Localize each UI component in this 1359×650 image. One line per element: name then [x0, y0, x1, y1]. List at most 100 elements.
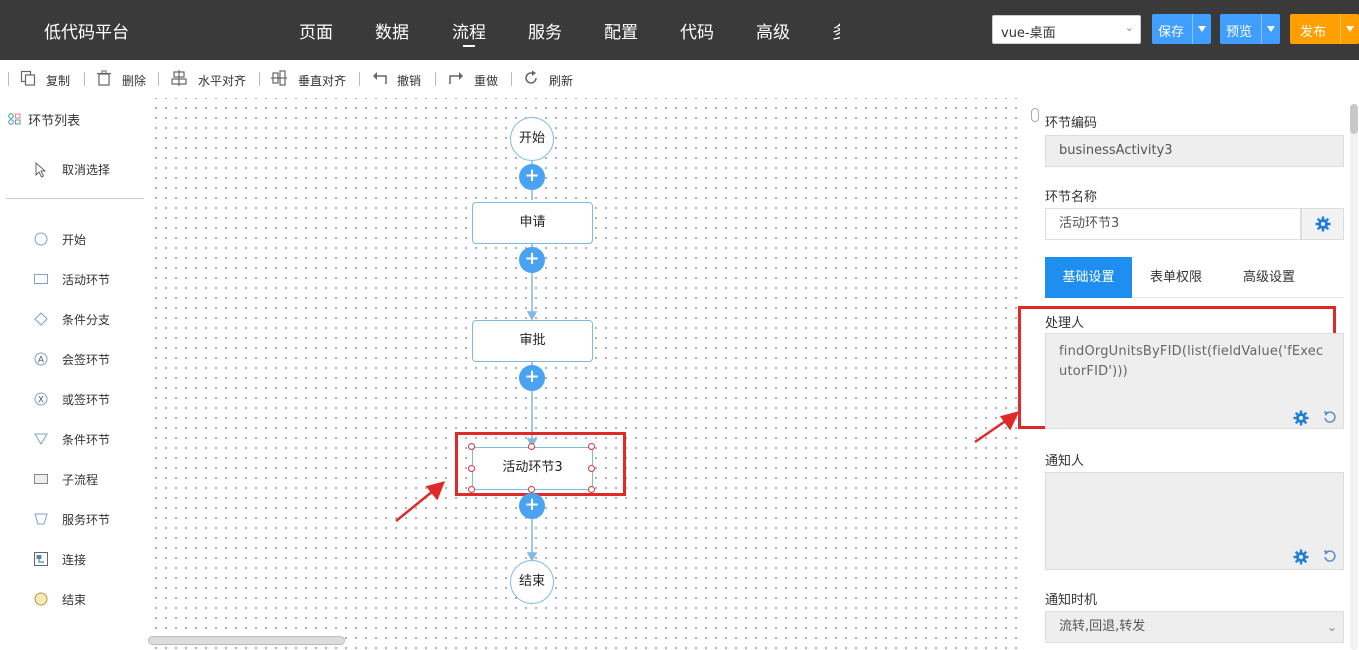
trash-icon: [96, 70, 114, 88]
nav-item-data[interactable]: 数据: [375, 23, 409, 43]
align-horizontal-icon: [171, 70, 189, 88]
resize-handle[interactable]: [588, 443, 595, 450]
align-horizontal-label: 水平对齐: [198, 74, 247, 88]
subprocess-icon: [34, 472, 48, 486]
handler-label: 处理人: [1045, 316, 1085, 331]
chevron-down-icon: ⌄: [1326, 620, 1337, 634]
service-icon: [34, 512, 48, 526]
tab-basic-settings[interactable]: 基础设置: [1045, 257, 1132, 298]
resize-handle[interactable]: [588, 465, 595, 472]
brand-title: 低代码平台: [44, 23, 129, 43]
preview-button[interactable]: 预览: [1220, 14, 1280, 44]
properties-scrollbar-track[interactable]: [1350, 104, 1358, 650]
add-node-icon[interactable]: +: [519, 365, 545, 391]
align-vertical-icon: [271, 70, 289, 88]
add-node-icon[interactable]: +: [519, 164, 545, 190]
add-node-icon[interactable]: +: [519, 247, 545, 273]
resize-handle[interactable]: [528, 443, 535, 450]
node-code-label: 环节编码: [1045, 116, 1098, 131]
refresh-icon: [523, 70, 541, 88]
nav-item-code[interactable]: 代码: [680, 23, 714, 43]
resize-handle[interactable]: [468, 486, 475, 493]
circle-icon: [34, 232, 48, 246]
palette-list-icon: [8, 113, 24, 128]
end-circle-icon: [34, 592, 48, 606]
toolbar-divider: [359, 72, 360, 86]
reset-icon[interactable]: [1322, 409, 1338, 425]
flow-canvas[interactable]: [148, 98, 1024, 650]
nav-item-config[interactable]: 配置: [604, 23, 638, 43]
canvas-horizontal-scrollbar[interactable]: [148, 636, 345, 645]
add-node-icon[interactable]: +: [519, 493, 545, 519]
nav-item-page[interactable]: 页面: [299, 23, 333, 43]
triangle-icon: [34, 432, 48, 446]
highlight-box-node: [455, 432, 626, 496]
palette-item-label: 连接: [62, 553, 87, 567]
notify-time-select[interactable]: 流转,回退,转发 ⌄: [1045, 611, 1344, 643]
resize-handle[interactable]: [468, 443, 475, 450]
annotation-arrows: [395, 411, 1020, 522]
notify-field[interactable]: [1045, 472, 1344, 570]
preview-dropdown-icon[interactable]: [1261, 14, 1280, 44]
copy-label: 复制: [46, 74, 71, 88]
publish-button[interactable]: 发布: [1290, 14, 1359, 44]
flow-start-node[interactable]: 开始: [510, 117, 554, 161]
save-dropdown-icon[interactable]: [1192, 14, 1211, 44]
palette-item-label: 或签环节: [62, 393, 111, 407]
svg-text:A: A: [38, 356, 45, 366]
resize-handle[interactable]: [468, 465, 475, 472]
handler-expression-text: findOrgUnitsByFID(list(fieldValue('fExec…: [1059, 344, 1324, 379]
palette-title: 环节列表: [8, 110, 80, 129]
notify-time-label: 通知时机: [1045, 593, 1098, 608]
redo-icon: [448, 70, 466, 88]
toolbar-divider: [8, 72, 9, 86]
properties-panel: 环节编码 businessActivity3 环节名称 活动环节3 基础设置 表…: [1018, 98, 1359, 650]
node-name-settings-button[interactable]: [1301, 208, 1344, 240]
toolbar-divider: [158, 72, 159, 86]
main-nav: 页面 数据 流程 服务 配置 代码 高级 多: [280, 0, 840, 60]
node-code-field: businessActivity3: [1045, 135, 1344, 167]
copy-icon: [20, 70, 38, 88]
nav-active-indicator: [463, 45, 475, 47]
toolbar-divider: [259, 72, 260, 86]
publish-dropdown-icon[interactable]: [1340, 14, 1359, 44]
tab-advanced-settings[interactable]: 高级设置: [1242, 270, 1295, 285]
reset-icon[interactable]: [1322, 548, 1338, 564]
property-tabs: 基础设置 表单权限 高级设置: [1045, 257, 1344, 298]
nav-item-advanced[interactable]: 高级: [756, 23, 790, 43]
palette-item-label: 结束: [62, 593, 87, 607]
preview-label: 预览: [1226, 25, 1253, 40]
properties-scrollbar-thumb[interactable]: [1350, 104, 1358, 134]
view-select[interactable]: vue-桌面 ⌄: [992, 15, 1141, 44]
flow-end-node[interactable]: 结束: [510, 560, 554, 604]
flow-node-activity-3[interactable]: 活动环节3: [472, 447, 593, 490]
nav-item-process[interactable]: 流程: [452, 23, 486, 43]
palette-item-label: 子流程: [62, 473, 99, 487]
chevron-down-icon: ⌄: [1124, 21, 1134, 34]
toolbar-divider: [511, 72, 512, 86]
nav-item-more[interactable]: 多: [832, 18, 840, 43]
gear-icon: [1315, 216, 1331, 232]
resize-handle[interactable]: [588, 486, 595, 493]
palette-item-label: 条件环节: [62, 433, 111, 447]
toolbar-divider: [435, 72, 436, 86]
svg-text:X: X: [38, 396, 44, 406]
redo-label: 重做: [474, 74, 499, 88]
nav-item-service[interactable]: 服务: [528, 23, 562, 43]
gear-icon[interactable]: [1293, 549, 1309, 565]
flow-node-approve[interactable]: 审批: [472, 320, 593, 362]
node-name-input[interactable]: 活动环节3: [1045, 208, 1301, 240]
save-button[interactable]: 保存: [1152, 14, 1211, 44]
panel-resize-handle[interactable]: [1031, 108, 1039, 122]
gear-icon[interactable]: [1293, 410, 1309, 426]
node-palette: 环节列表 取消选择 开始 活动环节 条件分支 A 会签环节 X 或签环节 条件环…: [0, 98, 148, 650]
palette-divider: [6, 198, 144, 199]
notify-time-value: 流转,回退,转发: [1059, 619, 1146, 634]
flow-node-apply[interactable]: 申请: [472, 202, 593, 244]
handler-expression-field[interactable]: findOrgUnitsByFID(list(fieldValue('fExec…: [1045, 333, 1344, 429]
pointer-icon: [34, 161, 48, 178]
diamond-icon: [34, 312, 48, 326]
tab-form-permissions[interactable]: 表单权限: [1149, 270, 1202, 285]
resize-handle[interactable]: [528, 486, 535, 493]
publish-label: 发布: [1300, 25, 1327, 40]
